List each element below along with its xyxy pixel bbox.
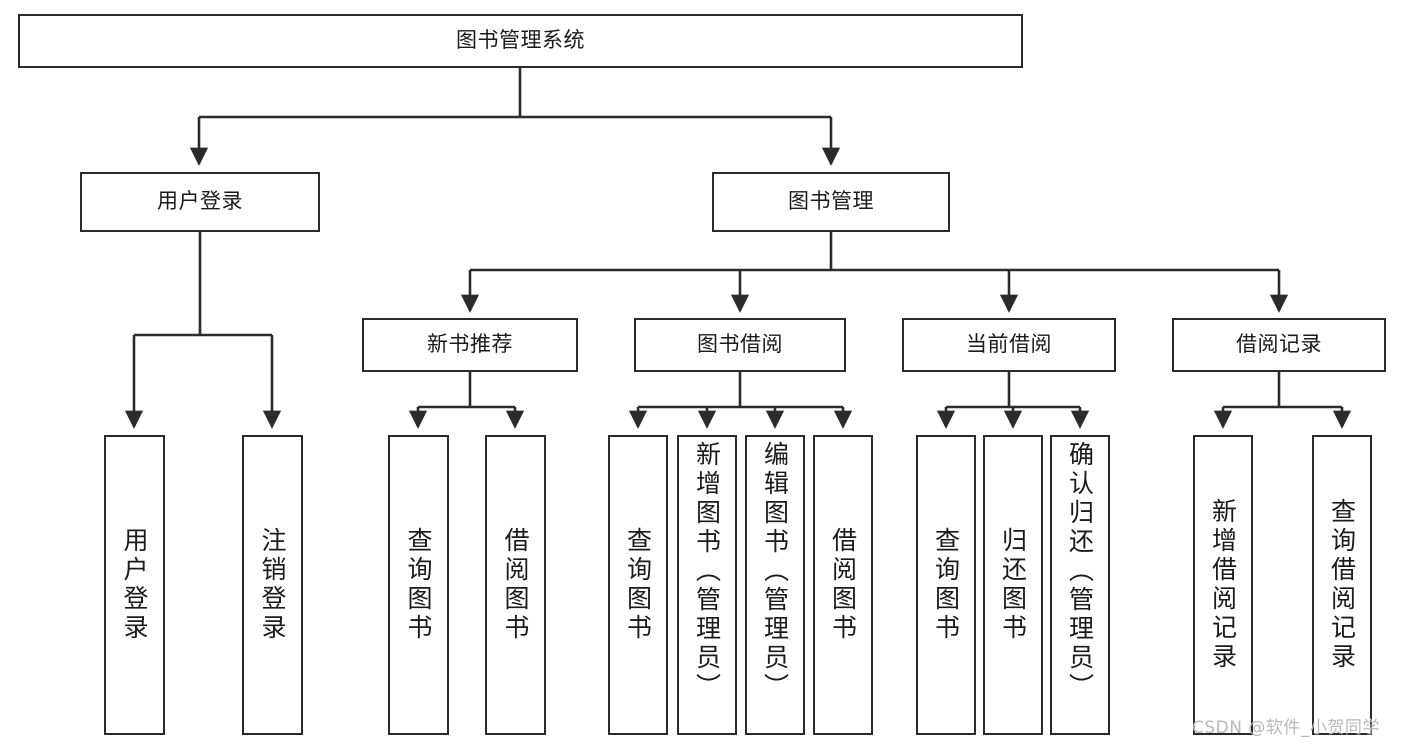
- node-leaf-return-book[interactable]: 归还图书: [983, 435, 1043, 735]
- node-label: 用户登录: [120, 527, 149, 643]
- node-label: 图书借阅: [697, 332, 783, 357]
- node-label: 查询借阅记录: [1327, 498, 1357, 672]
- node-book-borrow[interactable]: 图书借阅: [634, 318, 846, 372]
- node-label: 图书管理系统: [456, 28, 585, 53]
- node-book-manage[interactable]: 图书管理: [712, 172, 950, 232]
- node-label: 新增图书（管理员）: [692, 441, 722, 702]
- node-leaf-query-borrow-record[interactable]: 查询借阅记录: [1312, 435, 1372, 735]
- node-label: 用户登录: [157, 189, 243, 214]
- node-label: 图书管理: [788, 189, 874, 214]
- node-label: 查询图书: [404, 527, 433, 643]
- node-root-system[interactable]: 图书管理系统: [18, 14, 1023, 68]
- node-new-book-recommend[interactable]: 新书推荐: [362, 318, 578, 372]
- node-leaf-edit-book-admin[interactable]: 编辑图书（管理员）: [745, 435, 805, 735]
- node-label: 借阅图书: [828, 527, 858, 643]
- node-user-login[interactable]: 用户登录: [80, 172, 320, 232]
- node-leaf-query-book-2[interactable]: 查询图书: [608, 435, 668, 735]
- node-leaf-user-login[interactable]: 用户登录: [104, 435, 165, 735]
- node-leaf-add-book-admin[interactable]: 新增图书（管理员）: [677, 435, 737, 735]
- node-label: 新增借阅记录: [1208, 498, 1238, 672]
- node-current-borrow[interactable]: 当前借阅: [902, 318, 1116, 372]
- node-label: 查询图书: [931, 527, 961, 643]
- node-label: 确认归还（管理员）: [1065, 441, 1095, 702]
- node-label: 编辑图书（管理员）: [760, 441, 790, 702]
- node-leaf-logout-login[interactable]: 注销登录: [242, 435, 303, 735]
- node-leaf-confirm-return-admin[interactable]: 确认归还（管理员）: [1050, 435, 1110, 735]
- node-leaf-add-borrow-record[interactable]: 新增借阅记录: [1193, 435, 1253, 735]
- node-label: 查询图书: [623, 527, 653, 643]
- node-label: 借阅记录: [1236, 332, 1322, 357]
- node-label: 新书推荐: [427, 332, 513, 357]
- node-leaf-query-book-3[interactable]: 查询图书: [916, 435, 976, 735]
- csdn-watermark: CSDN @软件_小贺同学: [1192, 718, 1380, 738]
- node-label: 注销登录: [258, 527, 287, 643]
- node-leaf-borrow-book-1[interactable]: 借阅图书: [485, 435, 546, 735]
- node-leaf-borrow-book-2[interactable]: 借阅图书: [813, 435, 873, 735]
- node-label: 当前借阅: [966, 332, 1052, 357]
- node-label: 归还图书: [998, 527, 1028, 643]
- node-label: 借阅图书: [501, 527, 530, 643]
- node-leaf-query-book-1[interactable]: 查询图书: [388, 435, 449, 735]
- node-borrow-record[interactable]: 借阅记录: [1172, 318, 1386, 372]
